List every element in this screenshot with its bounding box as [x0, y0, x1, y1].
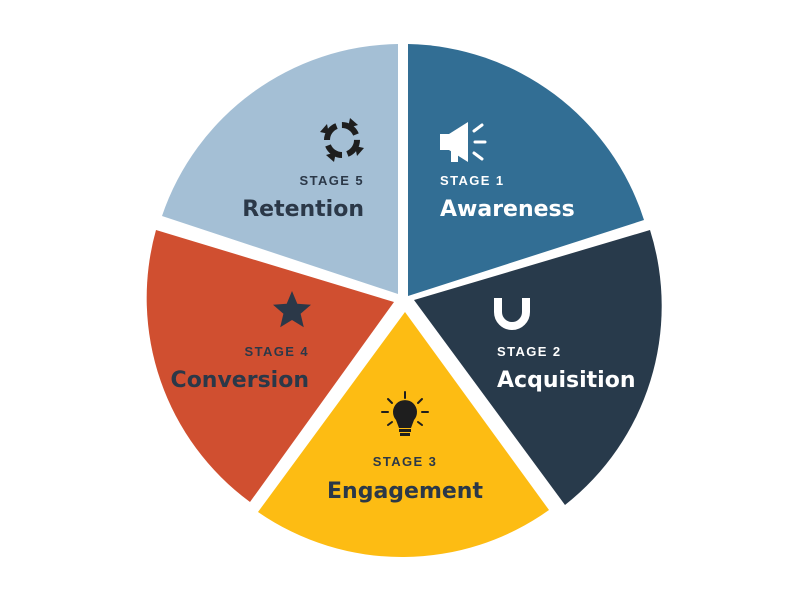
magnet-icon [494, 292, 530, 330]
stage-1-name: Awareness [440, 197, 575, 222]
segment-acquisition-wedge [414, 230, 662, 505]
segment-engagement: STAGE 3 Engagement [258, 312, 549, 558]
segment-awareness-wedge [408, 44, 644, 296]
lightbulb-icon [381, 391, 429, 436]
segment-retention-wedge [162, 44, 398, 294]
stage-4-name: Conversion [171, 368, 309, 393]
stage-3-label: STAGE 3 [373, 454, 437, 469]
segment-retention: STAGE 5 Retention [162, 44, 398, 294]
segment-awareness: STAGE 1 Awareness [408, 44, 644, 296]
stage-1-label: STAGE 1 [440, 173, 504, 188]
cycle-arrows-icon [320, 118, 364, 162]
stage-2-name: Acquisition [497, 368, 636, 393]
segment-acquisition: STAGE 2 Acquisition [414, 230, 662, 505]
segment-conversion: STAGE 4 Conversion [146, 230, 394, 502]
stage-4-label: STAGE 4 [245, 344, 309, 359]
segment-conversion-wedge [146, 230, 394, 502]
star-icon [273, 291, 311, 328]
stage-3-name: Engagement [327, 479, 483, 504]
stage-2-label: STAGE 2 [497, 344, 561, 359]
stage-5-label: STAGE 5 [300, 173, 364, 188]
megaphone-icon [440, 122, 487, 162]
stage-5-name: Retention [242, 197, 364, 222]
